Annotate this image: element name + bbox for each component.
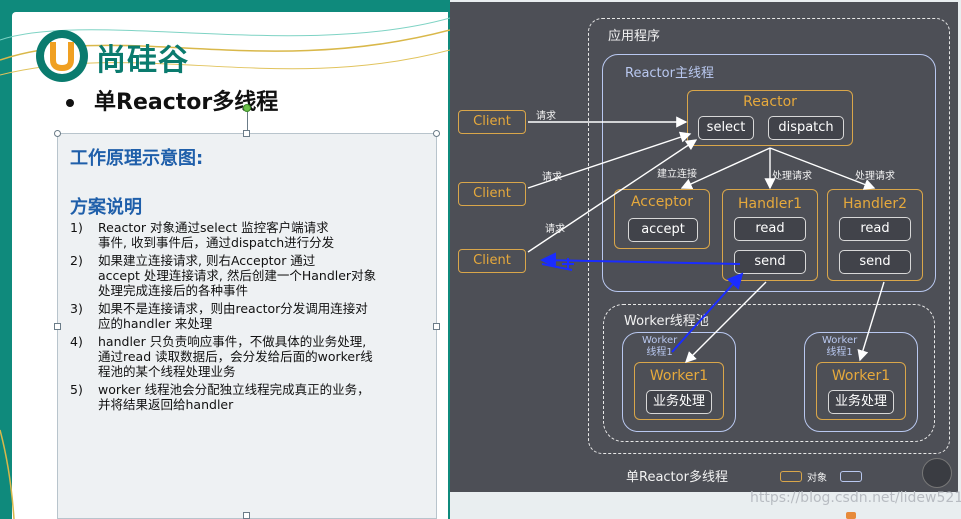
business-task-box: 业务处理	[828, 390, 894, 414]
list-item-line: 并将结果返回给handler	[98, 397, 234, 412]
main-thread-label: Reactor主线程	[625, 66, 714, 81]
resize-handle-top-right[interactable]	[433, 130, 440, 137]
application-boundary	[588, 18, 950, 454]
list-item-number: 2)	[70, 253, 83, 268]
worker-thread-a-label: Worker 线程1	[642, 335, 677, 359]
list-item-line: 如果不是连接请求，则由reactor分发调用连接对	[98, 301, 368, 316]
worker-thread-b-line: Worker	[822, 335, 858, 346]
worker-thread-b-line: 线程1	[826, 347, 853, 358]
logo-emblem	[36, 30, 88, 82]
list-item-number: 3)	[70, 301, 83, 316]
handler2-read-box: read	[839, 217, 911, 241]
list-item-line: 处理完成连接后的各种事件	[98, 283, 249, 298]
worker-thread-b-label: Worker 线程1	[822, 335, 857, 359]
list-item: 4) handler 只负责响应事件，不做具体的业务处理, 通过read 读取数…	[70, 334, 430, 379]
worker1-object	[634, 362, 724, 420]
list-item-line: 如果建立连接请求, 则右Acceptor 通过	[98, 253, 316, 268]
list-item-line: worker 线程池会分配独立线程完成真正的业务，	[98, 382, 370, 397]
logo-text: 尚硅谷	[96, 43, 189, 78]
lock-icon	[922, 458, 952, 488]
worker-thread-b	[804, 332, 918, 432]
rotation-handle[interactable]	[243, 104, 251, 112]
request-label: 请求	[545, 224, 565, 235]
handler1-send-box: send	[734, 250, 806, 274]
accept-box: accept	[628, 218, 698, 242]
explanation-list: 1) Reactor 对象通过select 监控客户端请求 事件, 收到事件后，…	[70, 220, 430, 415]
list-item-number: 4)	[70, 334, 83, 349]
application-label: 应用程序	[608, 29, 661, 44]
request-label: 请求	[536, 111, 556, 122]
acceptor-title: Acceptor	[630, 194, 694, 210]
resize-handle-left[interactable]	[54, 323, 61, 330]
worker-thread-a-line: 线程1	[646, 347, 673, 358]
architecture-diagram: 应用程序 Reactor主线程 Reactor select dispatch …	[450, 2, 958, 492]
request-label: 请求	[542, 172, 562, 183]
resize-handle-top[interactable]	[243, 130, 250, 137]
list-item: 2) 如果建立连接请求, 则右Acceptor 通过 accept 处理连接请求…	[70, 253, 430, 298]
diagram-arrows	[527, 116, 885, 363]
list-item-line: handler 只负责响应事件，不做具体的业务处理,	[98, 334, 367, 349]
taskbar-icon	[846, 512, 856, 519]
edge-label-process: 处理请求	[772, 171, 812, 182]
handler2-send-box: send	[839, 250, 911, 274]
reactor-object	[687, 90, 853, 146]
rotation-handle-line	[247, 111, 248, 133]
handler1-object	[722, 189, 818, 281]
slide-heading: 单Reactor多线程	[94, 90, 279, 115]
worker1-title: Worker1	[649, 368, 709, 384]
dispatch-box: dispatch	[768, 116, 844, 140]
select-box: select	[698, 116, 754, 140]
handler2-title: Handler2	[842, 196, 908, 212]
worker-thread-a	[622, 332, 736, 432]
worker-pool-boundary	[603, 304, 935, 442]
resize-handle-right[interactable]	[433, 323, 440, 330]
list-item-number: 5)	[70, 382, 83, 397]
worker1-object	[816, 362, 906, 420]
handler1-title: Handler1	[737, 196, 803, 212]
list-item: 3) 如果不是连接请求，则由reactor分发调用连接对 应的handler 来…	[70, 301, 430, 331]
handler1-read-box: read	[734, 217, 806, 241]
list-item-line: 通过read 读取数据后，会分发给后面的worker线	[98, 349, 373, 364]
business-task-box: 业务处理	[646, 390, 712, 414]
list-item-line: 程池的某个线程处理业务	[98, 364, 236, 379]
reactor-main-thread	[602, 54, 936, 292]
edge-label-process: 处理请求	[855, 171, 895, 182]
list-item: 1) Reactor 对象通过select 监控客户端请求 事件, 收到事件后，…	[70, 220, 430, 250]
resize-handle-bottom[interactable]	[243, 512, 250, 519]
list-item-line: accept 处理连接请求, 然后创建一个Handler对象	[98, 268, 377, 283]
bullet-dot	[66, 99, 74, 107]
list-item-line: 应的handler 来处理	[98, 316, 213, 331]
box-title: 工作原理示意图:	[70, 148, 204, 169]
reactor-title: Reactor	[743, 94, 797, 110]
watermark-url: https://blog.csdn.net/lidew521	[750, 490, 961, 506]
worker-pool-label: Worker线程池	[624, 314, 709, 329]
box-subtitle: 方案说明	[70, 197, 142, 218]
worker1-title: Worker1	[831, 368, 891, 384]
legend-object-swatch	[780, 471, 802, 482]
list-item-line: 事件, 收到事件后，通过dispatch进行分发	[98, 235, 335, 250]
legend-object-label: 对象	[807, 473, 827, 484]
client-node: Client	[458, 249, 526, 273]
list-item-line: Reactor 对象通过select 监控客户端请求	[98, 220, 329, 235]
legend-thread-swatch	[840, 471, 862, 482]
acceptor-object	[614, 189, 710, 249]
diagram-caption: 单Reactor多线程	[626, 470, 728, 485]
client-node: Client	[458, 182, 526, 206]
resize-handle-top-left[interactable]	[54, 130, 61, 137]
edge-label-connect: 建立连接	[657, 169, 697, 180]
client-node: Client	[458, 110, 526, 134]
list-item: 5) worker 线程池会分配独立线程完成真正的业务， 并将结果返回给hand…	[70, 382, 430, 412]
worker-thread-a-line: Worker	[642, 335, 678, 346]
list-item-number: 1)	[70, 220, 83, 235]
